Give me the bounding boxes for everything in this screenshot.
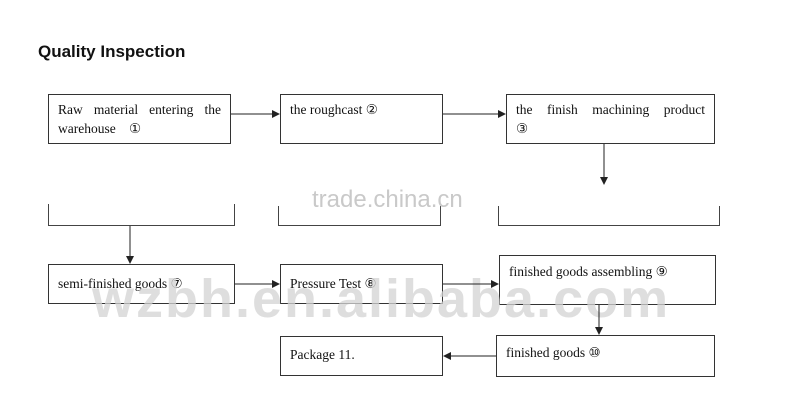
step-roughcast-number: ② xyxy=(365,102,378,117)
step-raw-material-number: ① xyxy=(129,121,142,136)
step-semi-finished-number: ⑦ xyxy=(170,276,183,291)
step-finished-goods-number: ⑩ xyxy=(588,345,601,360)
step-raw-material: Raw material entering the warehouse ① xyxy=(48,94,231,144)
step-semi-finished-text: semi-finished goods xyxy=(58,276,168,291)
faded-box-left xyxy=(48,204,235,226)
step-semi-finished: semi-finished goods ⑦ xyxy=(48,264,235,304)
step-finish-machining-text: the finish machining product xyxy=(516,102,705,117)
step-assembling-number: ⑨ xyxy=(655,264,668,279)
step-roughcast: the roughcast ② xyxy=(280,94,443,144)
step-roughcast-text: the roughcast xyxy=(290,102,363,117)
step-pressure-test: Pressure Test ⑧ xyxy=(280,264,443,304)
watermark-alibaba: wzbh.en.alibaba.com xyxy=(92,269,671,329)
page-title: Quality Inspection xyxy=(38,42,186,61)
step-pressure-test-text: Pressure Test xyxy=(290,276,362,291)
faded-box-middle xyxy=(278,206,441,226)
watermark-trade: trade.china.cn xyxy=(312,186,463,213)
step-finish-machining-number: ③ xyxy=(516,121,529,136)
step-assembling-text: finished goods assembling xyxy=(509,264,653,279)
step-finished-goods-text: finished goods xyxy=(506,345,586,360)
step-package-number: 11. xyxy=(338,347,355,362)
step-assembling: finished goods assembling ⑨ xyxy=(499,255,716,305)
step-package-text: Package xyxy=(290,347,335,362)
step-pressure-test-number: ⑧ xyxy=(364,276,377,291)
step-finish-machining: the finish machining product ③ xyxy=(506,94,715,144)
faded-box-right xyxy=(498,206,720,226)
step-package: Package 11. xyxy=(280,336,443,376)
step-finished-goods: finished goods ⑩ xyxy=(496,335,715,377)
step-raw-material-text: Raw material entering the warehouse xyxy=(58,102,221,136)
